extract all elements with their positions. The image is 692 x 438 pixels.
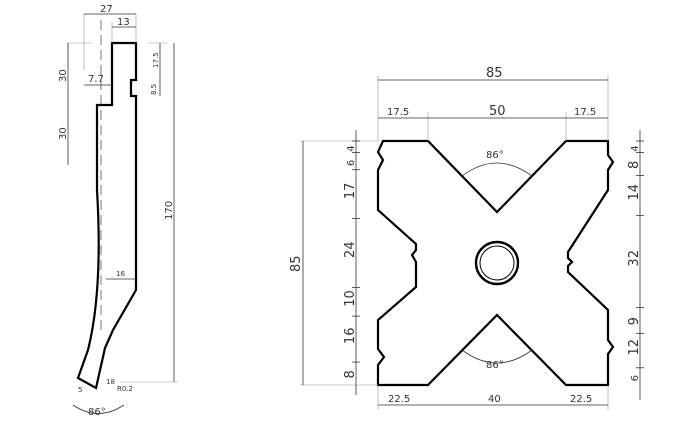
die-outline: [376, 139, 615, 387]
dim-86-top: 86°: [486, 150, 504, 161]
dim-7-7: 7.7: [88, 74, 104, 85]
dim-leftDims-4: 10: [343, 290, 358, 307]
dim-5: 5: [78, 386, 82, 394]
dim-rightDims-5: 12: [627, 339, 642, 356]
dim-40: 40: [488, 394, 501, 405]
dim-rightDims-6: 6: [630, 375, 641, 381]
dim-rightDims-4: 9: [627, 317, 642, 325]
dim-17-5-right: 17.5: [574, 107, 596, 118]
dim-16: 16: [116, 270, 125, 278]
dim-85-left: 85: [289, 255, 304, 272]
dim-leftDims-0: 4: [346, 145, 357, 151]
dim-leftDims-2: 17: [343, 183, 358, 200]
punch-outline: [76, 41, 138, 390]
dim-rightDims-1: 8: [627, 161, 642, 169]
dim-rightDims-0: 4: [630, 145, 641, 151]
dim-30-upper: 30: [58, 69, 69, 82]
dim-rightDims-2: 14: [627, 184, 642, 201]
center-hole: [474, 240, 520, 286]
die-block: 85 17.5 50 17.5 86° 86° 85 4 6 17 24 10 16 8 4…: [289, 66, 644, 410]
dim-30-lower: 30: [58, 127, 69, 140]
dim-86-punch: 86°: [88, 407, 106, 418]
dim-22-5-left: 22.5: [388, 394, 410, 405]
dim-17-5: 17.5: [152, 52, 160, 68]
dim-22-5-right: 22.5: [570, 394, 592, 405]
dim-leftDims-1: 6: [346, 160, 357, 166]
dim-leftDims-6: 8: [343, 370, 358, 378]
dim-50: 50: [489, 104, 506, 119]
dim-85-top: 85: [486, 66, 503, 81]
dim-rightDims-3: 32: [627, 250, 642, 267]
dim-27: 27: [100, 4, 113, 15]
dim-86-bottom: 86°: [486, 360, 504, 371]
dim-18: 18: [106, 378, 115, 386]
dim-8-5: 8.5: [150, 84, 158, 95]
dim-17-5-left: 17.5: [387, 107, 409, 118]
punch-profile: 27 13 30 30 7.7 17.5 8.5 170 16 5 18 R0.…: [58, 4, 178, 418]
dim-13: 13: [117, 17, 130, 28]
dim-170: 170: [164, 201, 175, 220]
dim-leftDims-5: 16: [343, 328, 358, 345]
dim-r0-2: R0.2: [117, 385, 133, 393]
dim-leftDims-3: 24: [343, 241, 358, 258]
